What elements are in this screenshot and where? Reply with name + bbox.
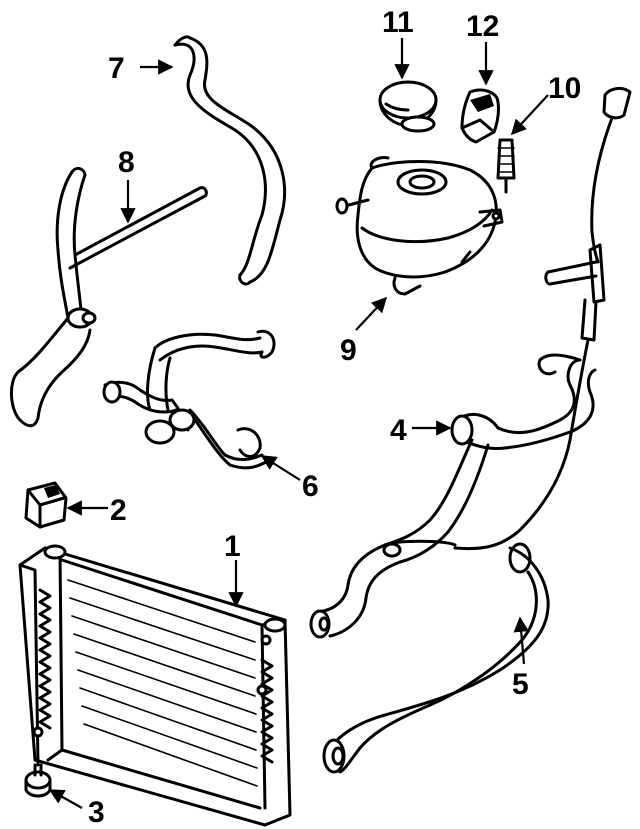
- part-5-lower-hose: [322, 542, 550, 774]
- callout-11: 11: [382, 6, 414, 39]
- callout-6: 6: [302, 470, 319, 503]
- part-1-radiator: [18, 544, 292, 827]
- part-11-reservoir-cap: [378, 80, 438, 133]
- part-2-mount: [24, 481, 68, 529]
- callout-4: 4: [390, 414, 407, 447]
- part-10-sensor: [496, 138, 516, 194]
- part-7-upper-hose: [173, 35, 287, 286]
- callout-7: 7: [108, 52, 125, 85]
- callout-8: 8: [118, 146, 135, 179]
- callout-1: 1: [224, 530, 241, 563]
- part-3-bushing: [24, 763, 52, 798]
- part-6-pipe-assembly: [102, 329, 276, 470]
- part-4-hose: [309, 353, 597, 639]
- callout-2: 2: [110, 494, 127, 527]
- callout-12: 12: [466, 10, 499, 43]
- expansion-tank: [335, 156, 504, 296]
- part-8-bypass-tube: [10, 166, 208, 428]
- overflow-hose: [453, 86, 632, 551]
- leader-lines: [48, 38, 549, 809]
- callout-3: 3: [88, 796, 105, 829]
- callout-5: 5: [512, 668, 529, 701]
- callout-9: 9: [340, 334, 357, 367]
- part-12-bracket: [460, 88, 500, 144]
- callout-10: 10: [548, 72, 581, 105]
